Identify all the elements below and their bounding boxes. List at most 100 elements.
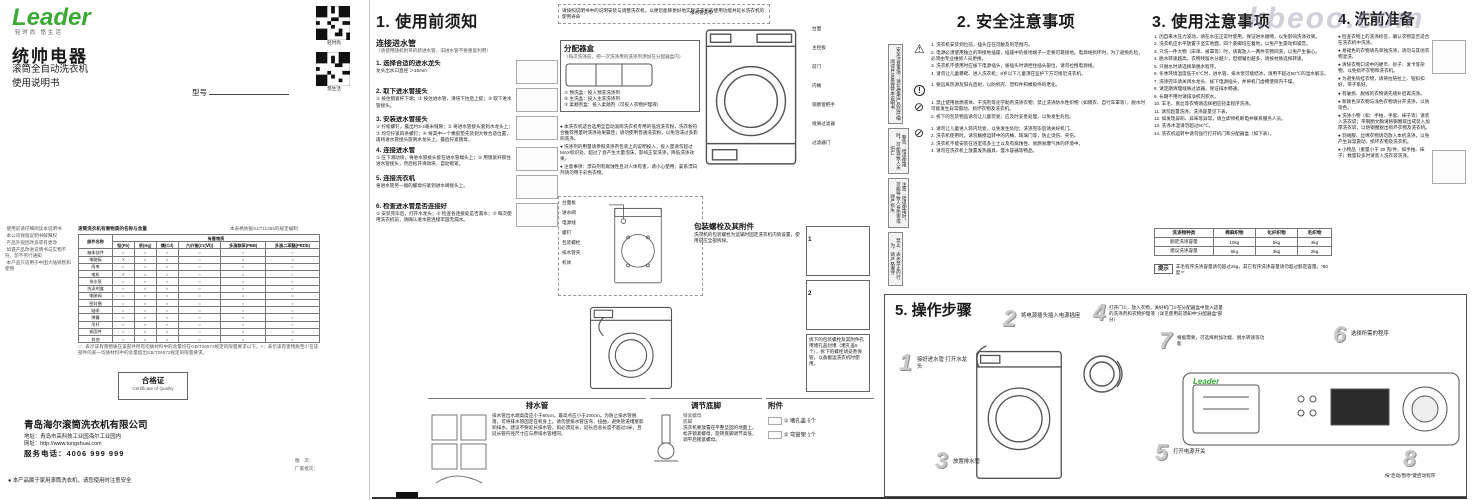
substance-column-header: 多溴联苯(PBB): [220, 241, 266, 250]
dispenser-bullet: ● 注意事项：漂白剂有腐蚀性且对人体有害，请小心使用；氯系漂白剂请勿用于彩色衣物…: [560, 164, 698, 176]
value-cell: ○: [177, 284, 222, 293]
part-label: 电源线: [562, 220, 576, 226]
step-2-number: 2: [1003, 305, 1016, 331]
hose-steps: 1. 选择合适的进水龙头 龙头出水口直径 ＞10mm 2. 取下进水管接头 ① …: [376, 60, 558, 396]
capacity-header-row: 洗涤物种类棉麻织物化纤织物毛织物: [1154, 228, 1332, 238]
caution-items: 1. 要远离热源及阳光直射，以防机壳、塑料件和橡胶件的老化。: [931, 82, 1146, 96]
open-door-illustration: [1083, 355, 1123, 393]
section4-title: 4. 洗前准备: [1338, 11, 1415, 28]
laundry-bag-illustration: [1432, 150, 1466, 184]
value-cell: ×: [112, 270, 135, 279]
drain-heading: 排水管: [525, 401, 549, 410]
prohibit-icon: ⊘: [914, 100, 925, 115]
hose-step: 3. 安装进水管接头 ① 拧松螺钉，露出约3-4毫米缝隙；② 将进水管接头套到水…: [376, 116, 558, 143]
part-name-cell: 排水泵: [78, 277, 113, 286]
value-cell: ○: [133, 255, 157, 264]
qr-code-icon: [316, 52, 350, 86]
dispenser-box: 分配器盒 （每次洗涤前，把一次洗涤用的洗涤剂添加在分配器盒内） ① 预洗盒：投入…: [560, 40, 700, 112]
value-cell: ○: [112, 284, 135, 293]
safety-item: 4. 请勿在洗衣机上放置发热器具、盛水容器等物品。: [931, 148, 1038, 154]
accessories-box: 附件 ① 堵孔盖 5个 ② 弯管架 1个: [766, 398, 874, 496]
usage-note-item: 5. 只脱水时请选择单脱水程序。: [1154, 63, 1219, 69]
value-cell: ○: [133, 313, 157, 322]
prewash-bullet: ● 羽绒服、丝绵衣物请勿放入本机洗涤，以免产生异常震动，损坏衣物及洗衣机。: [1338, 132, 1430, 144]
value-cell: ○: [133, 327, 157, 337]
foot-illustration: [654, 414, 678, 462]
section1-top-note: 请按照说明书中的说明安装与调整洗衣机，以便您能够更好地实现洗衣机的使用功能并延长…: [558, 4, 770, 25]
usage-note-item: 4. 脱水转速越高，衣物残留水分越少，但褶皱也越多，请按材质选择转速。: [1154, 56, 1307, 62]
safety-item: 1. 洗衣机安装到位前，插头应在可触及的范围内。: [931, 42, 1033, 47]
feet-text: 洗衣机要放置在平整坚固的地面上。松开锁紧螺母，旋转底脚调节高低，调平后锁紧螺母。: [683, 424, 757, 442]
part-name-cell: 电磁阀: [78, 291, 113, 300]
part-name-cell: 弹簧: [78, 313, 113, 322]
part-name-cell: 线束: [78, 262, 113, 272]
hose-step-text: ① 按住锁紧杆下端；② 按住进水管，滑块下拉后上提；③ 取下进水管接头。: [376, 96, 512, 108]
part-name-cell: 箱体部件: [78, 248, 113, 257]
step-illustration: [516, 146, 558, 171]
value-cell: ○: [155, 320, 179, 329]
feet-labels: 锁紧螺母底脚: [683, 413, 760, 425]
exclamation-glyph: !: [914, 85, 925, 97]
cover-note-item: ·本产品只适用于中国大陆销售和使用: [5, 260, 71, 272]
front-view-labels: 台面主控板前门内桶观察窗把手线屑过滤器过滤器门: [812, 26, 874, 159]
safety-rail-warning: 警告：错误使用时，可能导致人员伤亡: [888, 128, 910, 174]
step-6-text: 选择所需的程序: [1351, 331, 1389, 337]
substances-row: 排水泵 ○ ○ ○ ○ ○ ○: [78, 277, 321, 286]
model-label: 型号: [192, 88, 207, 97]
value-cell: ○: [177, 327, 222, 337]
part-label: 线屑过滤器: [812, 121, 835, 127]
part-name-cell: 密封圈: [78, 298, 113, 308]
value-cell: ○: [133, 277, 157, 286]
capacity-column-header: 棉麻织物: [1212, 228, 1256, 238]
value-cell: ○: [220, 255, 266, 264]
hose-note: （请使用随机附带的新进水管，旧进水管不要重复利用）: [376, 48, 491, 53]
step-4-number: 4: [1093, 299, 1106, 325]
safety-group-prohibit-1: ⊘ 1. 禁止使用易燃液体、干洗剂等化学助剂洗涤衣物；禁止洗涤防水性织物（如雨衣…: [914, 100, 1146, 121]
substance-column-header: 铅(Pb): [112, 241, 135, 250]
usage-note-item: 1. 因自来水压力波动，请在水压正常时使用，保证进水顺畅，以免影响洗涤效果。: [1154, 34, 1320, 39]
value-cell: ○: [264, 298, 321, 308]
dispenser-item: ① 预洗盒：投入预洗洗涤剂: [564, 89, 620, 95]
value-cell: ○: [220, 284, 266, 293]
step-8-number: 8: [1403, 445, 1416, 471]
value-cell: ○: [264, 313, 321, 322]
usage-note-item: 14. 洗衣机运转中请勿强行打开机门和分配器盒（如下表）。: [1154, 130, 1275, 136]
section1-title: 1. 使用前须知: [376, 14, 478, 31]
cover-note-item: ·如遇产品改进说明书与实物不符，恕不另行通知: [5, 247, 67, 259]
prewash-bullet: ● 小物品（重量小于 30 克/件，如手帕、袜子）数量较多时请装入洗衣袋洗涤。: [1338, 147, 1425, 159]
bolts-caption: 拆下的包装螺栓及其附件孔用堵孔盖封堵（堵孔盖5个），拆下的螺栓请妥善保管，以备搬…: [806, 334, 870, 392]
tip-text: 羊毛程序洗涤容量请勿超过2kg，其它程序洗涤容量请勿超过额定容量。*60度＝: [1175, 264, 1328, 276]
substances-row: 密封圈 ○ ○ ○ ○ ○ ○: [78, 298, 321, 308]
caution-icon: !: [914, 82, 931, 97]
step-1-number: 1: [899, 349, 912, 375]
value-cell: ○: [155, 277, 179, 286]
substances-header-row: 铅(Pb)汞(Hg)镉(Cd)六价铬(Cr(Ⅵ))多溴联苯(PBB)多溴二苯醚(…: [79, 241, 321, 250]
hose-step-text: ① 拧松螺钉，露出约3-4毫米缝隙；② 将进水管接头套到水龙头上；③ 均匀拧紧四…: [376, 124, 513, 142]
substances-row: 箱体部件 ○ ○ ○ ○ ○ ○: [78, 248, 321, 257]
capacity-table: 洗涤物种类棉麻织物化纤织物毛织物 额定洗涤容量 10kg 5kg 3kg 建议洗…: [1154, 228, 1332, 256]
qr-caption: 悠生活: [327, 86, 341, 91]
panel-divider: [369, 0, 370, 500]
substances-table-head: 部件名称 有害物质 铅(Pb)汞(Hg)镉(Cd)六价铬(Cr(Ⅵ))多溴联苯(…: [78, 233, 321, 250]
capacity-column-header: 毛织物: [1297, 228, 1332, 238]
hose-step-text: 将进水管另一端的螺母拧紧到进水阀接头上。: [376, 183, 468, 189]
accessory-icon: [768, 416, 782, 425]
value-cell: ○: [177, 255, 222, 264]
machine-dispenser-flow-illustration: [589, 306, 673, 389]
drain-text: 排水管出水端高度应小于80cm，最高点应小于100cm。为防止排水管脱落，可将排…: [492, 412, 644, 436]
value-cell: ○: [264, 306, 321, 315]
hose-step-title: 5. 连接洗衣机: [376, 174, 416, 182]
substances-table: 部件名称 有害物质 铅(Pb)汞(Hg)镉(Cd)六价铬(Cr(Ⅵ))多溴联苯(…: [78, 233, 321, 344]
bolts-text: 洗衣机的包装螺栓为运输时固定洗衣机内筒设置，使用前应全部拆除。: [694, 232, 800, 244]
value-cell: ○: [264, 320, 321, 329]
value-cell: ○: [133, 306, 157, 315]
brand-name: 统帅电器: [12, 47, 88, 66]
hose-step: 5. 连接洗衣机 将进水管另一端的螺母拧紧到进水阀接头上。: [376, 174, 558, 199]
feet-label: 底脚: [683, 418, 693, 424]
value-cell: ○: [264, 270, 321, 279]
feet-label: 锁紧螺母: [683, 412, 702, 418]
safety-rail-read-manual: 安全注意事项：请在使用产品前仔细阅读并妥善保管本说明书: [888, 44, 904, 124]
cover-note-item: ·产品外观因改良或有更改: [5, 240, 58, 246]
value-cell: ○: [220, 277, 266, 286]
